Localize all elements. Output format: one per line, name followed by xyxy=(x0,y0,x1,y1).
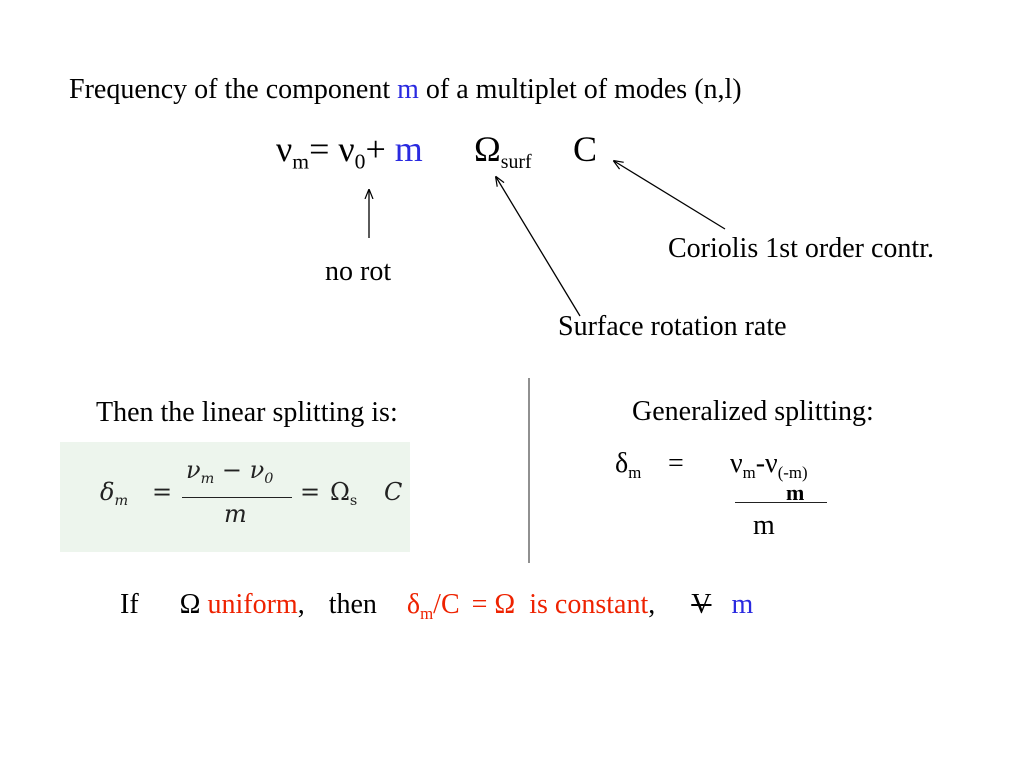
gen-overlay-m: m xyxy=(786,480,805,505)
bottom-is-constant: is constant xyxy=(529,589,649,620)
eq-m: m xyxy=(394,129,423,169)
gen-delta: δm xyxy=(615,448,642,482)
gen-numerator: νm-ν(-m) xyxy=(730,448,808,482)
label-coriolis: Coriolis 1st order contr. xyxy=(668,233,934,264)
bottom-uniform: uniform xyxy=(207,589,298,620)
heading-suffix: of a multiplet of modes (n,l) xyxy=(418,74,742,105)
heading: Frequency of the component m of a multip… xyxy=(69,74,742,106)
formula-omega-s: Ωs xyxy=(330,478,358,510)
bottom-m: m xyxy=(731,589,754,620)
gen-fraction-bar xyxy=(735,502,827,503)
heading-m: m xyxy=(397,74,419,105)
gen-denominator: m xyxy=(753,510,775,541)
arrow-coriolis xyxy=(614,161,726,230)
linear-splitting-formula: δm = νm − ν0 m = Ωs C xyxy=(60,442,410,552)
formula-c: C xyxy=(384,478,403,506)
nu-m: νm xyxy=(276,129,310,174)
nu-0: ν0 xyxy=(338,129,366,174)
heading-prefix: Frequency of the component xyxy=(69,74,398,105)
plus: + xyxy=(365,129,395,169)
generalized-splitting-title: Generalized splitting: xyxy=(632,396,874,427)
formula-numerator: νm − ν0 xyxy=(186,456,274,488)
bottom-omega: Ω xyxy=(179,589,201,620)
arrow-surface-rotation xyxy=(496,177,581,317)
linear-splitting-title: Then the linear splitting is: xyxy=(96,397,398,428)
bottom-delta-m-over-c: δm/C xyxy=(406,589,460,623)
forall-symbol: V xyxy=(691,589,712,620)
formula-equals-1: = xyxy=(152,478,173,506)
gen-equals: = xyxy=(668,448,684,479)
bottom-comma-2: , xyxy=(648,589,656,620)
omega-surf: Ωsurf xyxy=(474,129,532,173)
bottom-then: then xyxy=(328,589,377,620)
main-equation: νm= ν0+ m xyxy=(276,128,423,174)
bottom-comma-1: , xyxy=(297,589,305,620)
formula-delta: δm xyxy=(100,478,129,510)
formula-denominator: m xyxy=(224,500,247,528)
label-no-rot: no rot xyxy=(325,256,392,287)
formula-equals-2: = xyxy=(300,478,321,506)
bottom-if: If xyxy=(120,589,139,620)
coriolis-c: C xyxy=(573,129,598,169)
equals: = xyxy=(309,129,339,169)
label-surface-rotation: Surface rotation rate xyxy=(558,311,787,342)
bottom-equals-omega: = Ω xyxy=(471,589,516,620)
formula-fraction-bar xyxy=(182,497,292,498)
